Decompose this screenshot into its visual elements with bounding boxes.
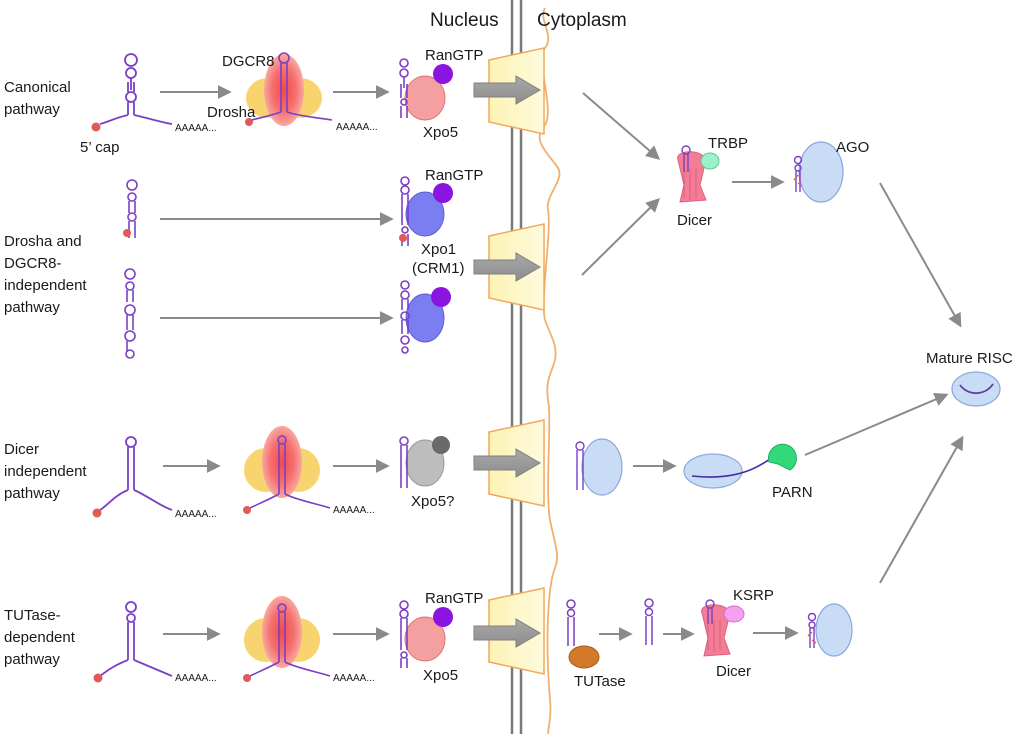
xpo1-ranGTP-complex-2: [400, 280, 451, 354]
pathway-label-tutase-dependent: TUTase- dependent pathway: [4, 607, 79, 668]
export-arrow-2: [473, 252, 541, 282]
ago-loaded-2: [807, 603, 853, 657]
microprocessor-2: [243, 426, 331, 514]
arrow: [804, 392, 949, 456]
parn-label: PARN: [772, 484, 813, 501]
pathway-label-dicer-independent: Dicer independent pathway: [4, 441, 91, 502]
ago-loaded: [793, 141, 844, 203]
mature-risc: [951, 371, 1001, 407]
polya-tail-3: AAAAA...: [175, 509, 217, 520]
dicer-label-1: Dicer: [677, 212, 712, 229]
crm1-label: (CRM1): [412, 260, 465, 277]
xpo5-ranGTP-complex-3: [399, 600, 453, 668]
drosha-label: Drosha: [207, 104, 256, 121]
xpo1-label: Xpo1: [421, 241, 456, 258]
xpo5-label-1: Xpo5: [423, 124, 458, 141]
xpo5-unknown-complex: [399, 436, 450, 488]
xpo5-label-3: Xpo5: [423, 667, 458, 684]
arrow: [879, 182, 962, 328]
dgcr8-label: DGCR8: [222, 53, 275, 70]
arrow: [581, 198, 660, 276]
pathway-label-drosha-dgcr8-independent: Drosha and DGCR8- independent pathway: [4, 233, 91, 316]
polya-tail-2: AAAAA...: [336, 122, 378, 133]
ago-label: AGO: [836, 139, 869, 156]
tutase-label: TUTase: [574, 673, 626, 690]
ranGTP-label-3: RanGTP: [425, 590, 483, 607]
mirtron-long: [124, 268, 136, 359]
cytoplasm-membrane: [538, 7, 561, 735]
arrow: [879, 435, 964, 584]
pri-mirna-canonical: [91, 53, 173, 132]
pri-mirna-tutase: [93, 601, 173, 683]
xpo1-ranGTP-complex-1: [399, 176, 453, 246]
ranGTP-label-2: RanGTP: [425, 167, 483, 184]
export-arrow-3: [473, 448, 541, 478]
microprocessor-drosha-dgcr8: [245, 52, 333, 126]
dicer-ksrp-complex: [701, 599, 745, 657]
uridylated-premirna: [644, 598, 654, 645]
mature-risc-label: Mature RISC: [926, 350, 1013, 367]
nucleus-label: Nucleus: [430, 10, 499, 31]
cytoplasm-label: Cytoplasm: [537, 10, 627, 31]
arrow: [582, 92, 661, 160]
mirtron-short: [123, 179, 138, 238]
export-arrow-4: [473, 618, 541, 648]
polya-tail-6: AAAAA...: [333, 673, 375, 684]
pri-mirna-dicer-independent: [92, 436, 173, 518]
microprocessor-3: [243, 596, 331, 682]
ranGTP-label-1: RanGTP: [425, 47, 483, 64]
xpo5-ranGTP-complex: [399, 58, 453, 121]
ago-parn-complex: [683, 443, 797, 489]
export-arrow-1: [473, 75, 541, 105]
five-cap-label: 5’ cap: [80, 139, 119, 156]
trbp-label: TRBP: [708, 135, 748, 152]
ksrp-label: KSRP: [733, 587, 774, 604]
ago2-slicing-complex: [575, 438, 623, 496]
dicer-label-2: Dicer: [716, 663, 751, 680]
tutase-premirna: [566, 599, 600, 669]
polya-tail-4: AAAAA...: [333, 505, 375, 516]
polya-tail-5: AAAAA...: [175, 673, 217, 684]
dicer-trbp-complex: [677, 145, 720, 203]
pathway-label-canonical: Canonical pathway: [4, 79, 75, 118]
xpo5-unknown-label: Xpo5?: [411, 493, 454, 510]
polya-tail-1: AAAAA...: [175, 123, 217, 134]
